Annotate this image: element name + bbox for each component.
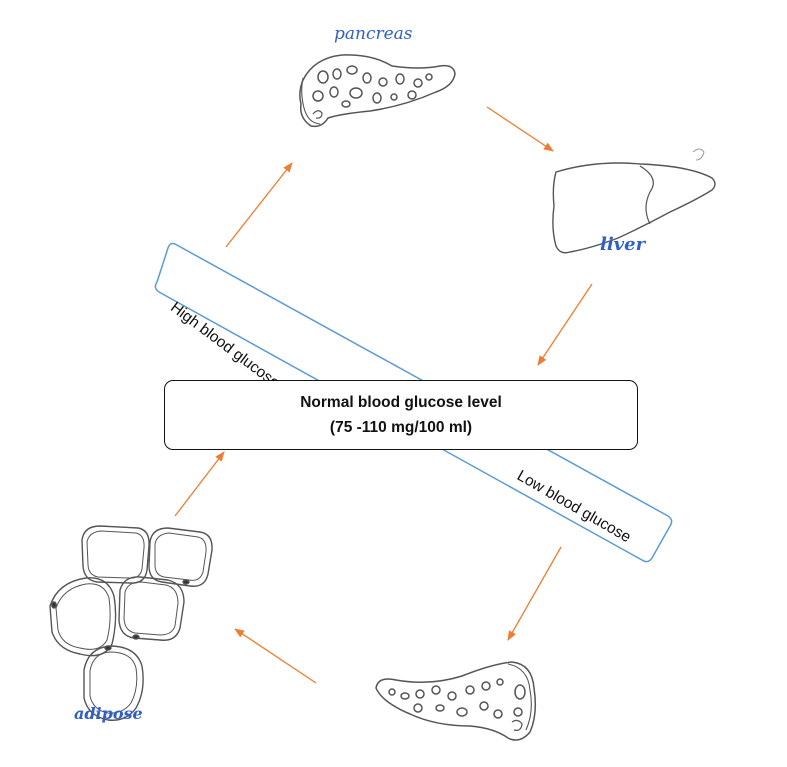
arrow-adipose-to-normal	[174, 451, 225, 517]
pancreas-bottom-icon	[375, 661, 537, 741]
arrow-pancreas-to-liver	[486, 106, 554, 152]
cycle-arrows	[174, 106, 593, 684]
normal-glucose-box: Normal blood glucose level (75 -110 mg/1…	[164, 380, 638, 450]
pancreas-top-icon	[299, 54, 456, 128]
liver-icon	[552, 148, 716, 254]
normal-glucose-range: (75 -110 mg/100 ml)	[329, 419, 473, 436]
adipose-cells-icon	[49, 525, 213, 721]
arrow-low-to-pancreas	[507, 546, 562, 641]
adipose-label: adipose	[74, 704, 143, 723]
normal-glucose-title: Normal blood glucose level	[300, 394, 502, 411]
arrow-pancreas-to-adipose	[234, 628, 317, 684]
arrow-liver-to-normal	[537, 283, 593, 366]
pancreas-label: pancreas	[334, 24, 413, 44]
liver-label: liver	[600, 234, 646, 255]
arrow-high-to-pancreas	[225, 162, 293, 248]
